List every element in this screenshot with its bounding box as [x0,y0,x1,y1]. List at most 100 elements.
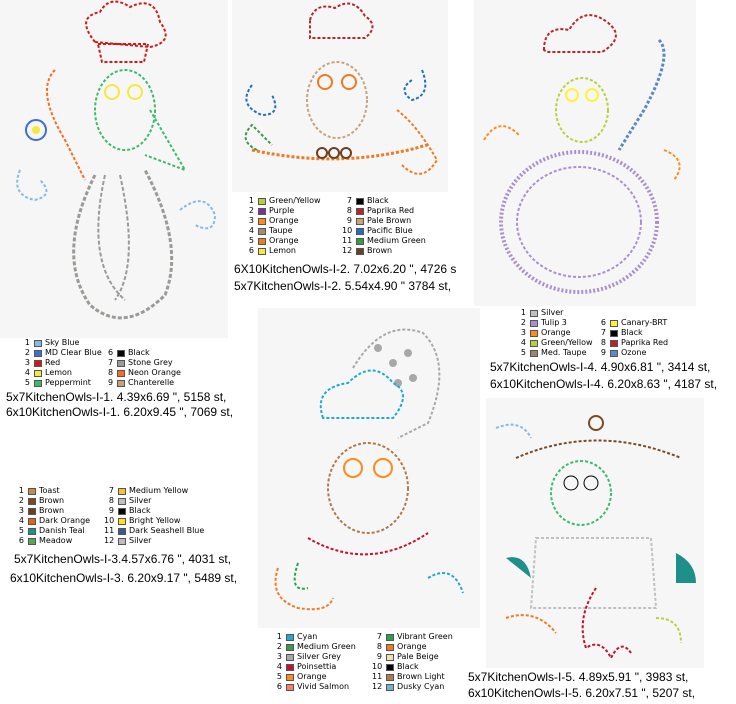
swatch [258,197,266,205]
legend-num: 8 [108,496,114,505]
swatch [356,217,364,225]
legend-num: 11 [104,526,115,535]
legend-color-name: Dark Seashell Blue [129,526,205,535]
swatch [118,537,126,545]
legend-color-name: Red [45,358,61,367]
spec-line: 5x7KitchenOwls-I-4. 4.90x6.81 ", 3414 st… [490,360,711,374]
legend-color-name: Black [397,662,419,671]
swatch [356,227,364,235]
legend-color-name: Brown [39,506,65,515]
legend-num: 4 [248,226,254,235]
legend-num: 12 [372,682,383,691]
legend-num: 5 [18,526,24,535]
legend-num: 7 [600,328,606,337]
swatch [386,673,394,681]
legend-color-name: Neon Orange [128,368,181,377]
swatch [286,673,294,681]
legend-color-name: Lemon [269,246,296,255]
swatch [386,663,394,671]
legend-color-name: Black [129,506,151,515]
legend-num: 7 [376,632,382,641]
legend-row: 5 Danish Teal [18,526,90,536]
legend-num: 4 [520,338,526,347]
swatch [258,227,266,235]
legend-color-name: Sky Blue [45,338,80,347]
legend-num: 11 [342,236,353,245]
legend-num: 9 [346,216,352,225]
swatch [286,643,294,651]
legend-color-name: Green/Yellow [541,338,593,347]
pot-owl-illustration [495,415,696,661]
legend-color-name: Purple [269,206,295,215]
swatch [356,197,364,205]
legend-color-name: Danish Teal [39,526,85,535]
legend-num: 7 [346,196,352,205]
swatch [258,207,266,215]
legend-num: 9 [600,348,606,357]
swatch [28,497,36,505]
legend-num: 1 [24,338,30,347]
legend-color-name: Vibrant Green [397,632,453,641]
legend-row: 4 Taupe [248,226,321,236]
legend-color-name: Silver [129,536,152,545]
spec-line: 6x10KitchenOwls-I-4. 6.20x8.63 ", 4187 s… [490,377,718,391]
legend-color-name: Peppermint [45,378,91,387]
swatch [28,517,36,525]
legend-color-name: Brown [367,246,393,255]
swatch [530,339,538,347]
design-panel-branch-owl [232,0,448,192]
legend-color-name: Dusky Cyan [397,682,445,691]
legend-num: 1 [276,632,282,641]
legend-color-name: Canary-BRT [621,318,668,327]
spec-line: 6x10KitchenOwls-I-3. 6.20x9.17 ", 5489 s… [10,571,238,585]
swatch [118,487,126,495]
swatch [610,329,618,337]
design-panel-strainer-owl [258,308,480,628]
swatch [386,683,394,691]
legend-color-name: Vivid Salmon [297,682,350,691]
swatch [286,653,294,661]
legend-num: 4 [24,368,30,377]
swatch [28,537,36,545]
swatch [530,349,538,357]
spec-line: 6x10KitchenOwls-I-1. 6.20x9.45 ", 7069 s… [6,405,234,419]
legend-num: 2 [24,348,30,357]
legend-color-name: Taupe [269,226,293,235]
legend-color-name: Medium Green [297,642,356,651]
swatch [530,309,538,317]
branch-owl-illustration [244,2,439,175]
legend-num: 8 [108,368,114,377]
legend-row: 4 Green/Yellow [520,338,593,348]
legend-color-name: Orange [269,216,299,225]
legend-num: 2 [276,642,282,651]
design-panel-whisk-owl [0,0,228,338]
swatch [258,237,266,245]
swatch [34,339,42,347]
